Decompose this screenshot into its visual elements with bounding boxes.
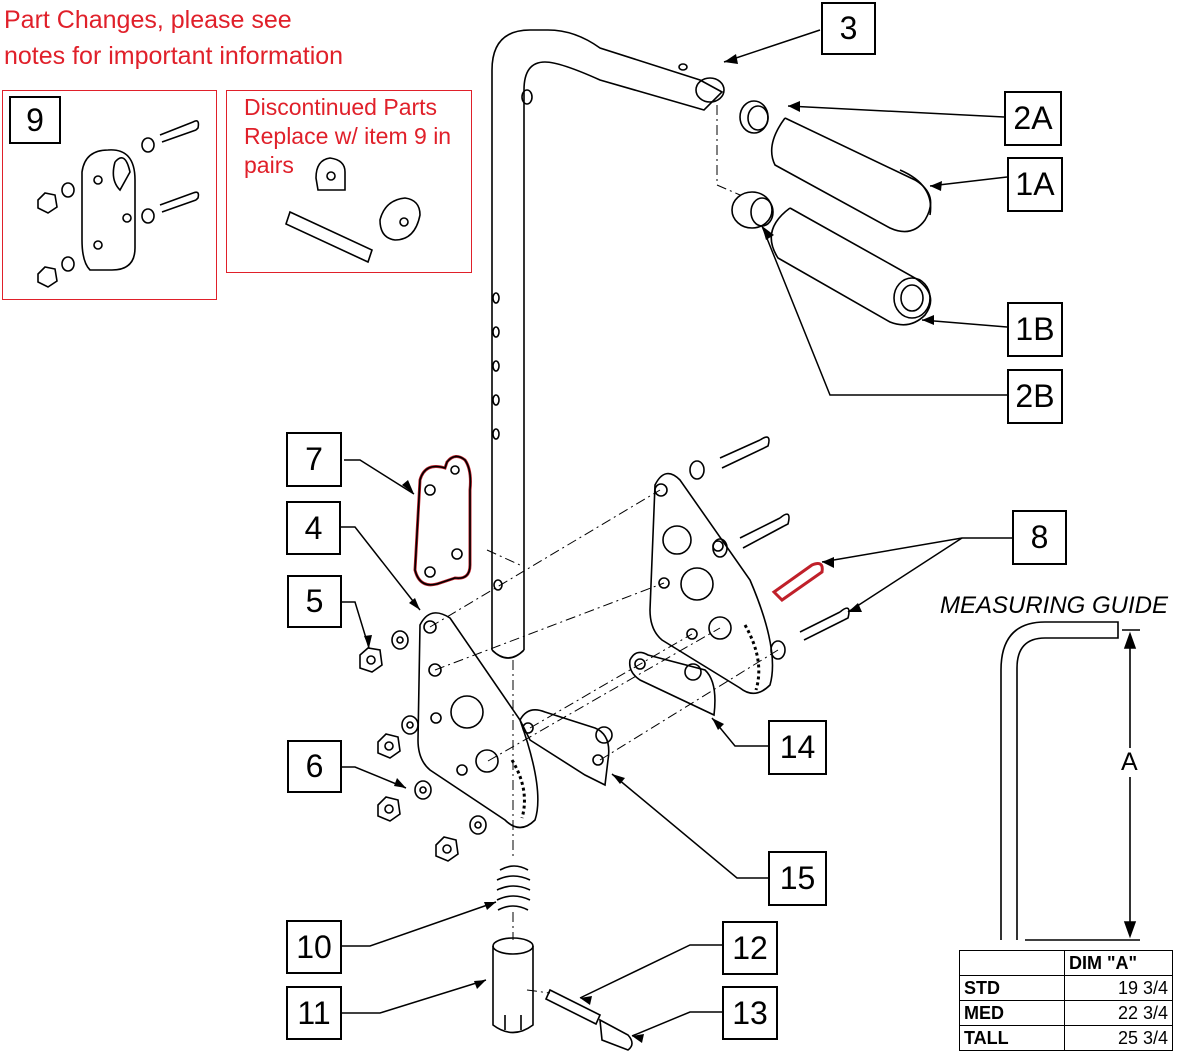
discontinued-line-3: pairs: [244, 152, 294, 178]
dim-row-value: 19 3/4: [1064, 975, 1173, 1001]
callout-13: 13: [722, 986, 778, 1040]
dim-table-header: DIM "A": [1064, 950, 1173, 976]
spacer-plate-7: [413, 455, 472, 587]
callout-15: 15: [768, 851, 827, 906]
table-row: MED 22 3/4: [959, 1000, 1173, 1026]
callout-14: 14: [768, 720, 827, 775]
mount-plate-right: [649, 472, 774, 695]
block-15: [519, 709, 610, 787]
grip-1a-endcap: [899, 169, 932, 216]
dim-row-size: TALL: [959, 1025, 1065, 1051]
spring-10: [496, 865, 531, 911]
discontinued-box: [226, 90, 472, 273]
table-row: TALL 25 3/4: [959, 1025, 1173, 1051]
push-handle-tube: [491, 29, 724, 650]
item9-bracket: [81, 149, 136, 271]
guide-tube: [1000, 621, 1119, 940]
item9-box: [2, 90, 217, 300]
callout-1b: 1B: [1007, 302, 1063, 357]
callout-10: 10: [286, 920, 342, 974]
dimension-a-label: A: [1121, 748, 1138, 777]
dimension-table: DIM "A" STD 19 3/4 MED 22 3/4 TALL 25 3/…: [959, 950, 1173, 1051]
dim-row-value: 22 3/4: [1064, 1000, 1173, 1026]
dim-row-value: 25 3/4: [1064, 1025, 1173, 1051]
mount-plate-left: [417, 612, 539, 829]
callout-6: 6: [287, 740, 342, 793]
callout-4: 4: [286, 501, 341, 555]
callout-5: 5: [287, 575, 342, 628]
cap-13: [599, 1018, 633, 1051]
discontinued-line-1: Discontinued Parts: [244, 94, 438, 120]
notes-line-2: notes for important information: [4, 42, 344, 70]
callout-9: 9: [9, 96, 61, 144]
callout-12: 12: [722, 921, 778, 975]
screw-8-highlight: [771, 562, 824, 602]
clamp-bar-14: [628, 651, 716, 717]
callout-7: 7: [286, 432, 342, 487]
callout-2a: 2A: [1004, 91, 1062, 146]
callout-8: 8: [1012, 510, 1067, 565]
measuring-guide-title: MEASURING GUIDE: [940, 592, 1169, 619]
discontinued-line-2: Replace w/ item 9 in: [244, 123, 452, 149]
notes-line-1: Part Changes, please see: [4, 6, 292, 34]
callout-11: 11: [286, 986, 342, 1040]
dim-row-size: STD: [959, 975, 1065, 1001]
pin-12: [544, 988, 602, 1026]
callout-1a: 1A: [1007, 157, 1063, 212]
plunger-11: [492, 937, 534, 955]
dim-row-size: MED: [959, 1000, 1065, 1026]
callout-2b: 2B: [1007, 369, 1063, 424]
callout-3: 3: [821, 2, 876, 55]
table-row: STD 19 3/4: [959, 975, 1173, 1001]
